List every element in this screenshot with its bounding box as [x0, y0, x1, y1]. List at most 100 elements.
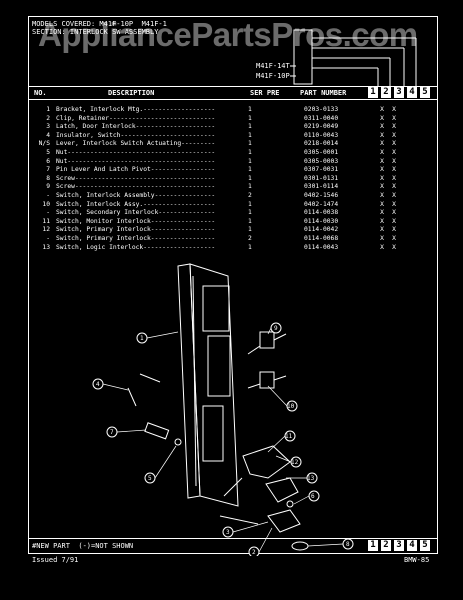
part-description: Switch, Logic Interlock-----------------… — [56, 243, 216, 251]
footer-model-col-4: 4 — [407, 540, 417, 551]
issued-date: Issued 7/91 — [32, 556, 79, 564]
part-description: Screw-----------------------------------… — [56, 174, 216, 182]
parts-list-page: MODELS COVERED: M41F-10P M41F-1 SECTION:… — [28, 16, 438, 564]
part-number: 0301-0131 — [304, 174, 339, 182]
model-label-b: M41F-10P — [256, 72, 290, 80]
model-label-a: M41F-14T — [256, 62, 290, 70]
part-no: - — [46, 209, 50, 217]
part-no: - — [46, 191, 50, 199]
part-qty: 1 — [248, 217, 252, 225]
footer-model-col-5: 5 — [420, 540, 430, 551]
part-qty: 1 — [248, 174, 252, 182]
part-number: 0301-0114 — [304, 183, 339, 191]
model-2-mark: X — [392, 226, 396, 234]
part-description: Screw-----------------------------------… — [56, 183, 216, 191]
model-bracket-lines — [290, 29, 417, 86]
callout-3: 3 — [226, 529, 230, 536]
part-number: 0110-0043 — [304, 131, 339, 139]
part-number: 0305-0003 — [304, 157, 339, 165]
part-number: 0311-0040 — [304, 114, 339, 122]
callout-6: 6 — [311, 493, 315, 500]
part-description: Switch, Secondary Interlock-------------… — [56, 209, 216, 217]
parts-row: -Switch, Secondary Interlock------------… — [32, 209, 400, 218]
part-description: Switch, Primary Interlock---------------… — [56, 226, 216, 234]
part-description: Nut-------------------------------------… — [56, 148, 216, 156]
callout-10: 10 — [287, 403, 295, 410]
part-qty: 2 — [248, 234, 252, 242]
model-2-mark: X — [392, 148, 396, 156]
model-1-mark: X — [380, 226, 384, 234]
model-1-mark: X — [380, 123, 384, 131]
part-qty: 1 — [248, 106, 252, 113]
model-2-mark: X — [392, 131, 396, 139]
model-1-mark: X — [380, 209, 384, 217]
part-qty: 1 — [248, 243, 252, 251]
model-2-mark: X — [392, 243, 396, 251]
callout-5: 5 — [148, 475, 152, 482]
part-qty: 1 — [248, 183, 252, 191]
header-top-rule — [28, 86, 438, 87]
part-no: 10 — [42, 200, 50, 208]
part-description: Clip, Retainer--------------------------… — [56, 114, 216, 122]
col-header-part-number: PART NUMBER — [300, 89, 347, 97]
part-qty: 1 — [248, 226, 252, 234]
model-1-mark: X — [380, 217, 384, 225]
model-col-3: 3 — [394, 87, 404, 98]
model-col-2: 2 — [381, 87, 391, 98]
model-2-mark: X — [392, 209, 396, 217]
col-header-no: NO. — [34, 89, 47, 97]
callout-9: 9 — [274, 325, 278, 332]
part-description: Switch, Monitor Interlock---------------… — [56, 217, 216, 225]
part-number: 0218-0014 — [304, 140, 339, 148]
part-no: 1 — [46, 106, 50, 113]
model-2-mark: X — [392, 191, 396, 199]
part-description: Switch, Interlock Assy.-----------------… — [56, 200, 216, 208]
model-col-4: 4 — [407, 87, 417, 98]
part-description: Bracket, Interlock Mtg.-----------------… — [56, 106, 216, 113]
model-2-mark: X — [392, 234, 396, 242]
part-qty: 1 — [248, 123, 252, 131]
model-1-mark: X — [380, 140, 384, 148]
model-1-mark: X — [380, 148, 384, 156]
part-number: 0402-1546 — [304, 191, 339, 199]
model-2-mark: X — [392, 114, 396, 122]
part-description: Pin Lever And Latch Pivot---------------… — [56, 166, 216, 174]
part-description: Switch, Primary Interlock---------------… — [56, 234, 216, 242]
part-qty: 1 — [248, 131, 252, 139]
model-col-1: 1 — [368, 87, 378, 98]
pivot-pin-7 — [127, 387, 137, 407]
callout-8: 8 — [346, 541, 350, 548]
part-no: 3 — [46, 123, 50, 131]
part-no: 6 — [46, 157, 50, 165]
part-number: 0402-1474 — [304, 200, 339, 208]
model-2-mark: X — [392, 106, 396, 113]
model-1-mark: X — [380, 131, 384, 139]
part-number: 0203-0133 — [304, 106, 339, 113]
part-qty: 1 — [248, 114, 252, 122]
model-1-mark: X — [380, 114, 384, 122]
parts-row: 10 Switch, Interlock Assy.---------------… — [32, 201, 400, 210]
part-number: 0114-0030 — [304, 217, 339, 225]
interlock-bracket — [177, 263, 201, 499]
part-description: Switch, Interlock Assembly--------------… — [56, 191, 216, 199]
footer-rule — [28, 538, 438, 539]
parts-table: 1 Bracket, Interlock Mtg.----------------… — [32, 106, 400, 252]
watermark: AppliancePartsPros.com — [38, 16, 418, 53]
part-qty: 1 — [248, 157, 252, 165]
parts-row: -Switch, Primary Interlock--------------… — [32, 235, 400, 244]
model-1-mark: X — [380, 234, 384, 242]
callout-7: 7 — [110, 429, 114, 436]
model-2-mark: X — [392, 157, 396, 165]
door-latch-3 — [242, 445, 291, 479]
